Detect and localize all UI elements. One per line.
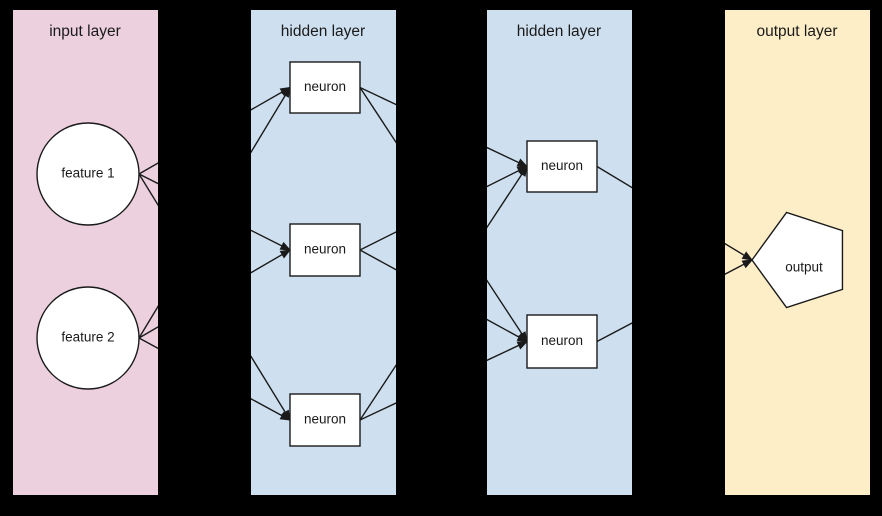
- edge-hidden1-2-to-hidden2-1: [487, 340, 529, 362]
- node-hidden2-0[interactable]: neuron: [526, 140, 598, 193]
- edge-hidden1-0-to-hidden2-0: [359, 86, 396, 106]
- node-hidden1-1[interactable]: neuron: [289, 223, 361, 277]
- rect-shape: [289, 61, 361, 114]
- connections-group: [138, 86, 754, 422]
- circle-shape: [36, 286, 140, 390]
- edge-hidden2-0-to-output-0: [596, 165, 632, 189]
- circle-shape: [36, 122, 140, 226]
- rect-shape: [289, 393, 361, 447]
- node-label: neuron: [541, 158, 583, 173]
- edge-input-1-to-hidden1-1: [251, 249, 292, 274]
- node-input-1[interactable]: feature 2: [36, 286, 140, 390]
- edge-hidden1-2-to-hidden2-1: [359, 402, 396, 421]
- nodes-group: feature 1 feature 2 neuron neuron neuron neur…: [36, 61, 844, 447]
- rect-shape: [526, 140, 598, 193]
- edge-input-0-to-hidden1-1: [251, 229, 292, 251]
- node-label: neuron: [541, 333, 583, 348]
- edge-hidden2-1-to-output-0: [725, 259, 754, 275]
- layer-titles-group: input layer hidden layer hidden layer outpu…: [49, 23, 837, 40]
- layer-panels-group: [13, 10, 870, 495]
- edge-hidden1-2-to-hidden2-0: [487, 165, 528, 229]
- node-label: neuron: [304, 412, 346, 427]
- layer-title-hidden1: hidden layer: [281, 23, 365, 40]
- layer-title-input: input layer: [49, 23, 121, 40]
- edge-input-1-to-hidden1-2: [251, 398, 292, 421]
- edge-hidden1-0-to-hidden2-0: [487, 146, 529, 168]
- edge-hidden1-0-to-hidden2-1: [359, 87, 396, 144]
- edge-hidden2-1-to-output-0: [596, 322, 632, 343]
- layer-panel-hidden2: [487, 10, 632, 495]
- node-hidden1-0[interactable]: neuron: [289, 61, 361, 114]
- node-label: neuron: [304, 242, 346, 257]
- rect-shape: [289, 223, 361, 277]
- node-input-0[interactable]: feature 1: [36, 122, 140, 226]
- edge-hidden1-1-to-hidden2-1: [487, 318, 529, 343]
- pentagon-shape: [751, 211, 844, 309]
- node-hidden2-1[interactable]: neuron: [526, 314, 598, 369]
- node-label: feature 2: [61, 330, 114, 345]
- node-output-0[interactable]: output: [751, 211, 844, 309]
- edge-hidden2-0-to-output-0: [725, 242, 754, 261]
- layer-title-output: output layer: [757, 23, 838, 40]
- edge-input-1-to-hidden1-0: [251, 86, 291, 154]
- layer-panel-input: [13, 10, 158, 495]
- layer-title-hidden2: hidden layer: [517, 23, 601, 40]
- node-label: output: [785, 260, 823, 275]
- node-hidden1-2[interactable]: neuron: [289, 393, 361, 447]
- rect-shape: [526, 314, 598, 369]
- edge-hidden1-1-to-hidden2-1: [359, 249, 396, 271]
- edge-hidden1-1-to-hidden2-0: [359, 231, 396, 251]
- edge-hidden1-2-to-hidden2-0: [359, 364, 396, 421]
- node-label: neuron: [304, 79, 346, 94]
- node-label: feature 1: [61, 166, 114, 181]
